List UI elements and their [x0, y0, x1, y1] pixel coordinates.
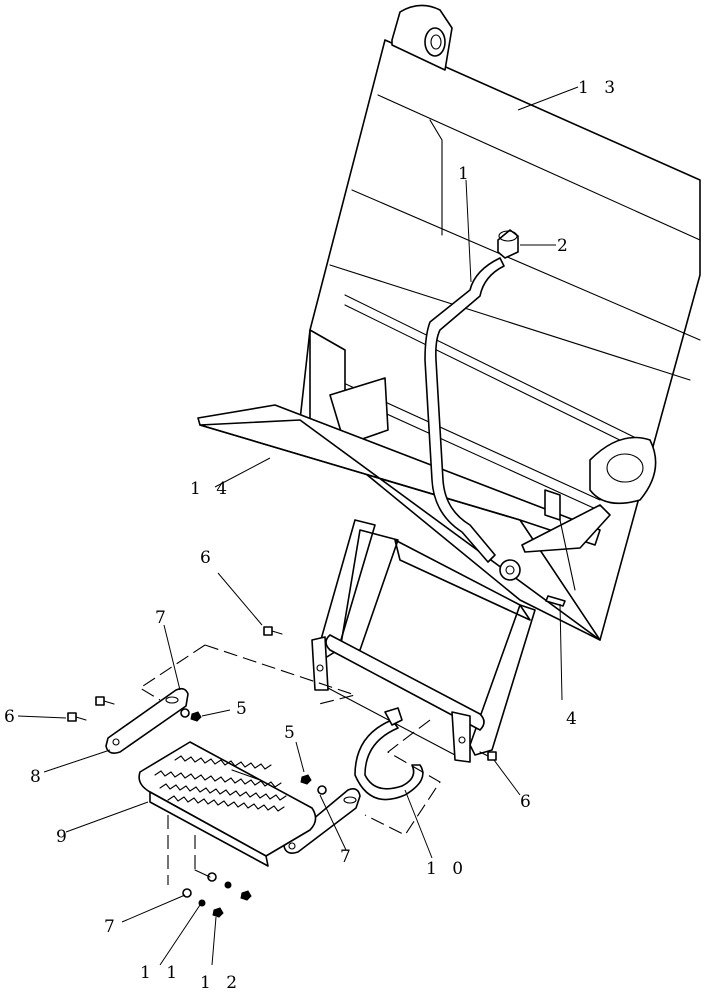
left-side-plate [311, 636, 329, 691]
nut-right [300, 774, 312, 785]
callout-9: 9 [56, 827, 72, 847]
callout-11: 1 1 [140, 963, 182, 983]
callout-6-left: 6 [4, 707, 20, 727]
nut-lower-a [240, 890, 252, 901]
handle-bar [424, 257, 505, 563]
lockwasher-lower-a [224, 881, 232, 889]
step-frame [311, 519, 536, 763]
right-bracket-plate [283, 788, 361, 854]
bolt-upper [263, 626, 283, 636]
callout-14: 1 4 [190, 479, 232, 499]
inner-plate [329, 377, 389, 446]
washer-right [317, 785, 327, 795]
washer-left [180, 708, 190, 718]
callout-13: 1 3 [578, 78, 620, 98]
bolt-left-1 [95, 696, 115, 706]
hoop [354, 719, 424, 801]
right-roller [589, 436, 657, 505]
nut-left [190, 711, 202, 722]
right-leg [469, 604, 536, 756]
callout-5-right: 5 [284, 723, 300, 743]
washer-lower-a [207, 872, 217, 882]
right-bracket [283, 788, 361, 854]
pivot-bushing [499, 559, 521, 581]
front-lip [197, 404, 601, 641]
callout-2: 2 [557, 236, 573, 256]
left-bracket [105, 687, 189, 754]
callout-labels: 1 3 1 2 1 4 6 7 6 5 4 5 8 6 9 7 1 0 7 1 … [4, 78, 620, 993]
tread-step [138, 741, 317, 867]
platform-body [299, 4, 701, 641]
tread-edge [149, 791, 269, 867]
callout-7-right: 7 [340, 847, 356, 867]
lockwasher-lower-b [198, 899, 206, 907]
callout-7-lower: 7 [104, 917, 120, 937]
assembly-lines [138, 644, 441, 885]
callout-4: 4 [566, 709, 582, 729]
hoop-clamp [384, 707, 403, 726]
callout-5-left: 5 [236, 699, 252, 719]
callout-10: 1 0 [426, 859, 468, 879]
bolt-left-2 [67, 712, 87, 722]
handle-assembly [424, 229, 566, 607]
tread-plate [138, 741, 317, 857]
bracket-plate [521, 504, 611, 553]
lug-hole [424, 27, 446, 57]
callout-1: 1 [458, 164, 474, 184]
cross-tube [325, 634, 485, 731]
bolt-right [479, 751, 497, 761]
callout-12: 1 2 [200, 973, 242, 993]
callout-8: 8 [30, 767, 46, 787]
nut-lower-b [212, 907, 224, 918]
callout-6-upper: 6 [200, 548, 216, 568]
leader-lines [17, 86, 579, 966]
left-leg [317, 519, 376, 661]
callout-7-upper: 7 [155, 608, 171, 628]
handle-grip [497, 229, 519, 259]
right-step-bracket [521, 489, 611, 591]
fasteners [67, 626, 497, 918]
pin [545, 595, 566, 607]
step-hoop [354, 707, 424, 801]
callout-6-right: 6 [520, 792, 536, 812]
